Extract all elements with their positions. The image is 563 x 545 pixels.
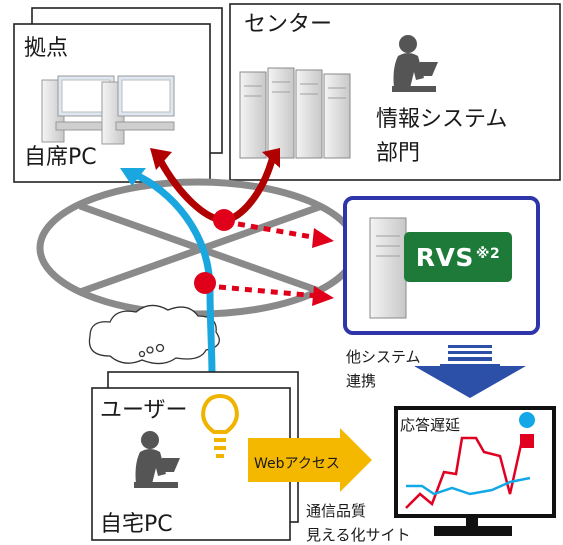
integration-arrow [414, 345, 526, 398]
site-pc-label: 自席PC [24, 145, 97, 170]
center-label: センター [244, 12, 333, 37]
legend-blue-marker [519, 412, 535, 428]
dashboard-title: 応答遅延 [400, 416, 461, 434]
user-pc-label: 自宅PC [100, 512, 173, 537]
dashboard-caption-line2: 見える化サイト [306, 526, 411, 544]
tap-point-1 [213, 209, 235, 231]
dashboard-caption-line1: 通信品質 [306, 502, 367, 520]
network-cloud [36, 178, 360, 318]
center-dept-line2: 部門 [376, 141, 421, 166]
mirror-arrowhead-1 [312, 228, 334, 248]
mirror-arrowhead-2 [312, 286, 334, 306]
person-laptop-icon [134, 431, 180, 488]
site-label: 拠点 [24, 36, 69, 61]
monitor-icon [394, 406, 556, 536]
person-laptop-icon [392, 35, 438, 92]
chart-series-delay [405, 436, 531, 509]
center-dept-line1: 情報システム [376, 107, 508, 132]
red-arrowhead-right [262, 148, 280, 168]
server-rack-icon [239, 67, 351, 159]
cloud-icon [88, 304, 220, 365]
integration-line2: 連携 [346, 372, 377, 390]
mirror-arrow-1 [237, 221, 319, 241]
mirror-arrow-2 [218, 284, 319, 299]
blue-arrowhead-top [120, 168, 146, 186]
lightbulb-icon [201, 393, 239, 458]
integration-line1: 他システム [346, 348, 421, 366]
tap-point-2 [194, 272, 216, 294]
chart-series-quality [406, 476, 531, 496]
red-arrowhead-left [150, 148, 172, 170]
web-access-label: Webアクセス [254, 456, 340, 472]
legend-red-marker [520, 434, 534, 448]
rvs-server-icon [369, 217, 407, 319]
desktop-pc-icon [41, 75, 175, 145]
user-label: ユーザー [100, 398, 188, 423]
rvs-name: RVS [415, 242, 474, 272]
web-access-arrow [248, 428, 372, 492]
rvs-badge: RVS※2 [404, 232, 512, 282]
rvs-note: ※2 [475, 246, 501, 262]
